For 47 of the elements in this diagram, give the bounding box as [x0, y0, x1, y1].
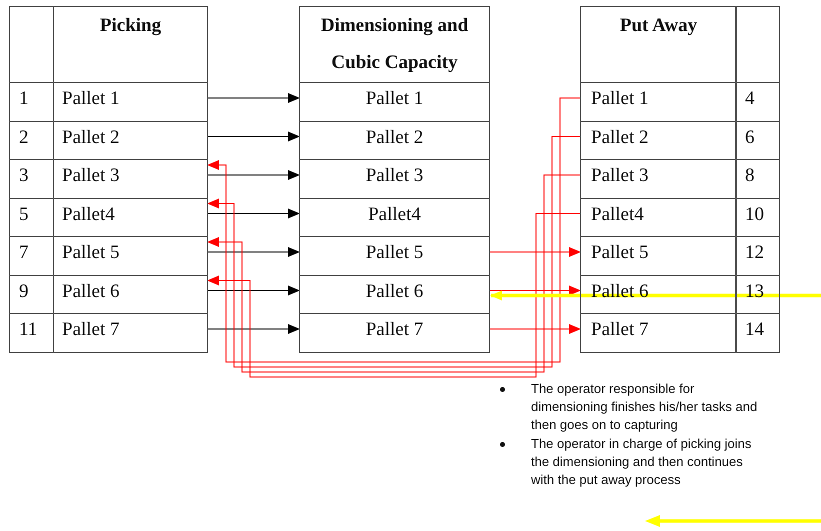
row-number: 5 [19, 204, 28, 226]
pallet-cell: Pallet 7 [580, 313, 737, 352]
arrow [207, 174, 580, 372]
pallet-cell: Pallet4 [580, 198, 737, 237]
arrow [488, 247, 581, 257]
row-number: 4 [745, 88, 754, 110]
column-header: Picking [53, 6, 208, 83]
arrow [206, 132, 300, 142]
arrow [488, 286, 581, 296]
row-number: 9 [19, 280, 28, 302]
arrow [206, 208, 300, 218]
row-number: 1 [19, 88, 28, 110]
column-header: Put Away [580, 6, 737, 83]
row-number: 8 [745, 165, 754, 187]
row-number: 14 [745, 319, 764, 341]
pallet-cell: Pallet 1 [580, 82, 737, 122]
arrow [207, 98, 580, 362]
pallet-cell: Pallet 7 [299, 313, 490, 352]
arrow [207, 213, 580, 378]
row-number: 7 [19, 242, 28, 264]
row-number: 11 [19, 319, 38, 341]
row-number: 2 [19, 126, 28, 148]
pallet-cell: Pallet 7 [53, 313, 208, 352]
pallet-cell: Pallet4 [299, 198, 490, 237]
row-number: 3 [19, 165, 28, 187]
arrow [206, 170, 300, 180]
pallet-cell: Pallet 2 [580, 120, 737, 160]
arrow [490, 290, 821, 300]
pallet-cell: Pallet 1 [299, 82, 490, 122]
column-header: Dimensioning and Cubic Capacity [299, 6, 490, 83]
note-text: The operator responsible for dimensioning finishes his/her tasks and then goes on to capturing [531, 380, 758, 434]
arrow [206, 286, 300, 296]
arrow [207, 136, 580, 368]
note-text: The operator in charge of picking joins the dimensioning and then continues with the put away process [531, 435, 752, 489]
pallet-cell: Pallet 5 [299, 236, 490, 276]
pallet-cell: Pallet 6 [299, 274, 490, 314]
row-number: 10 [745, 204, 764, 226]
pallet-cell: Pallet 5 [580, 236, 737, 276]
row-number: 6 [745, 126, 754, 148]
arrow [206, 247, 300, 257]
pallet-cell: Pallet 2 [299, 120, 490, 160]
arrow [206, 324, 300, 334]
pallet-cell: Pallet 3 [580, 159, 737, 198]
pallet-cell: Pallet 3 [299, 159, 490, 198]
arrow [488, 324, 581, 334]
arrow [206, 93, 300, 103]
row-number: 12 [745, 242, 764, 264]
